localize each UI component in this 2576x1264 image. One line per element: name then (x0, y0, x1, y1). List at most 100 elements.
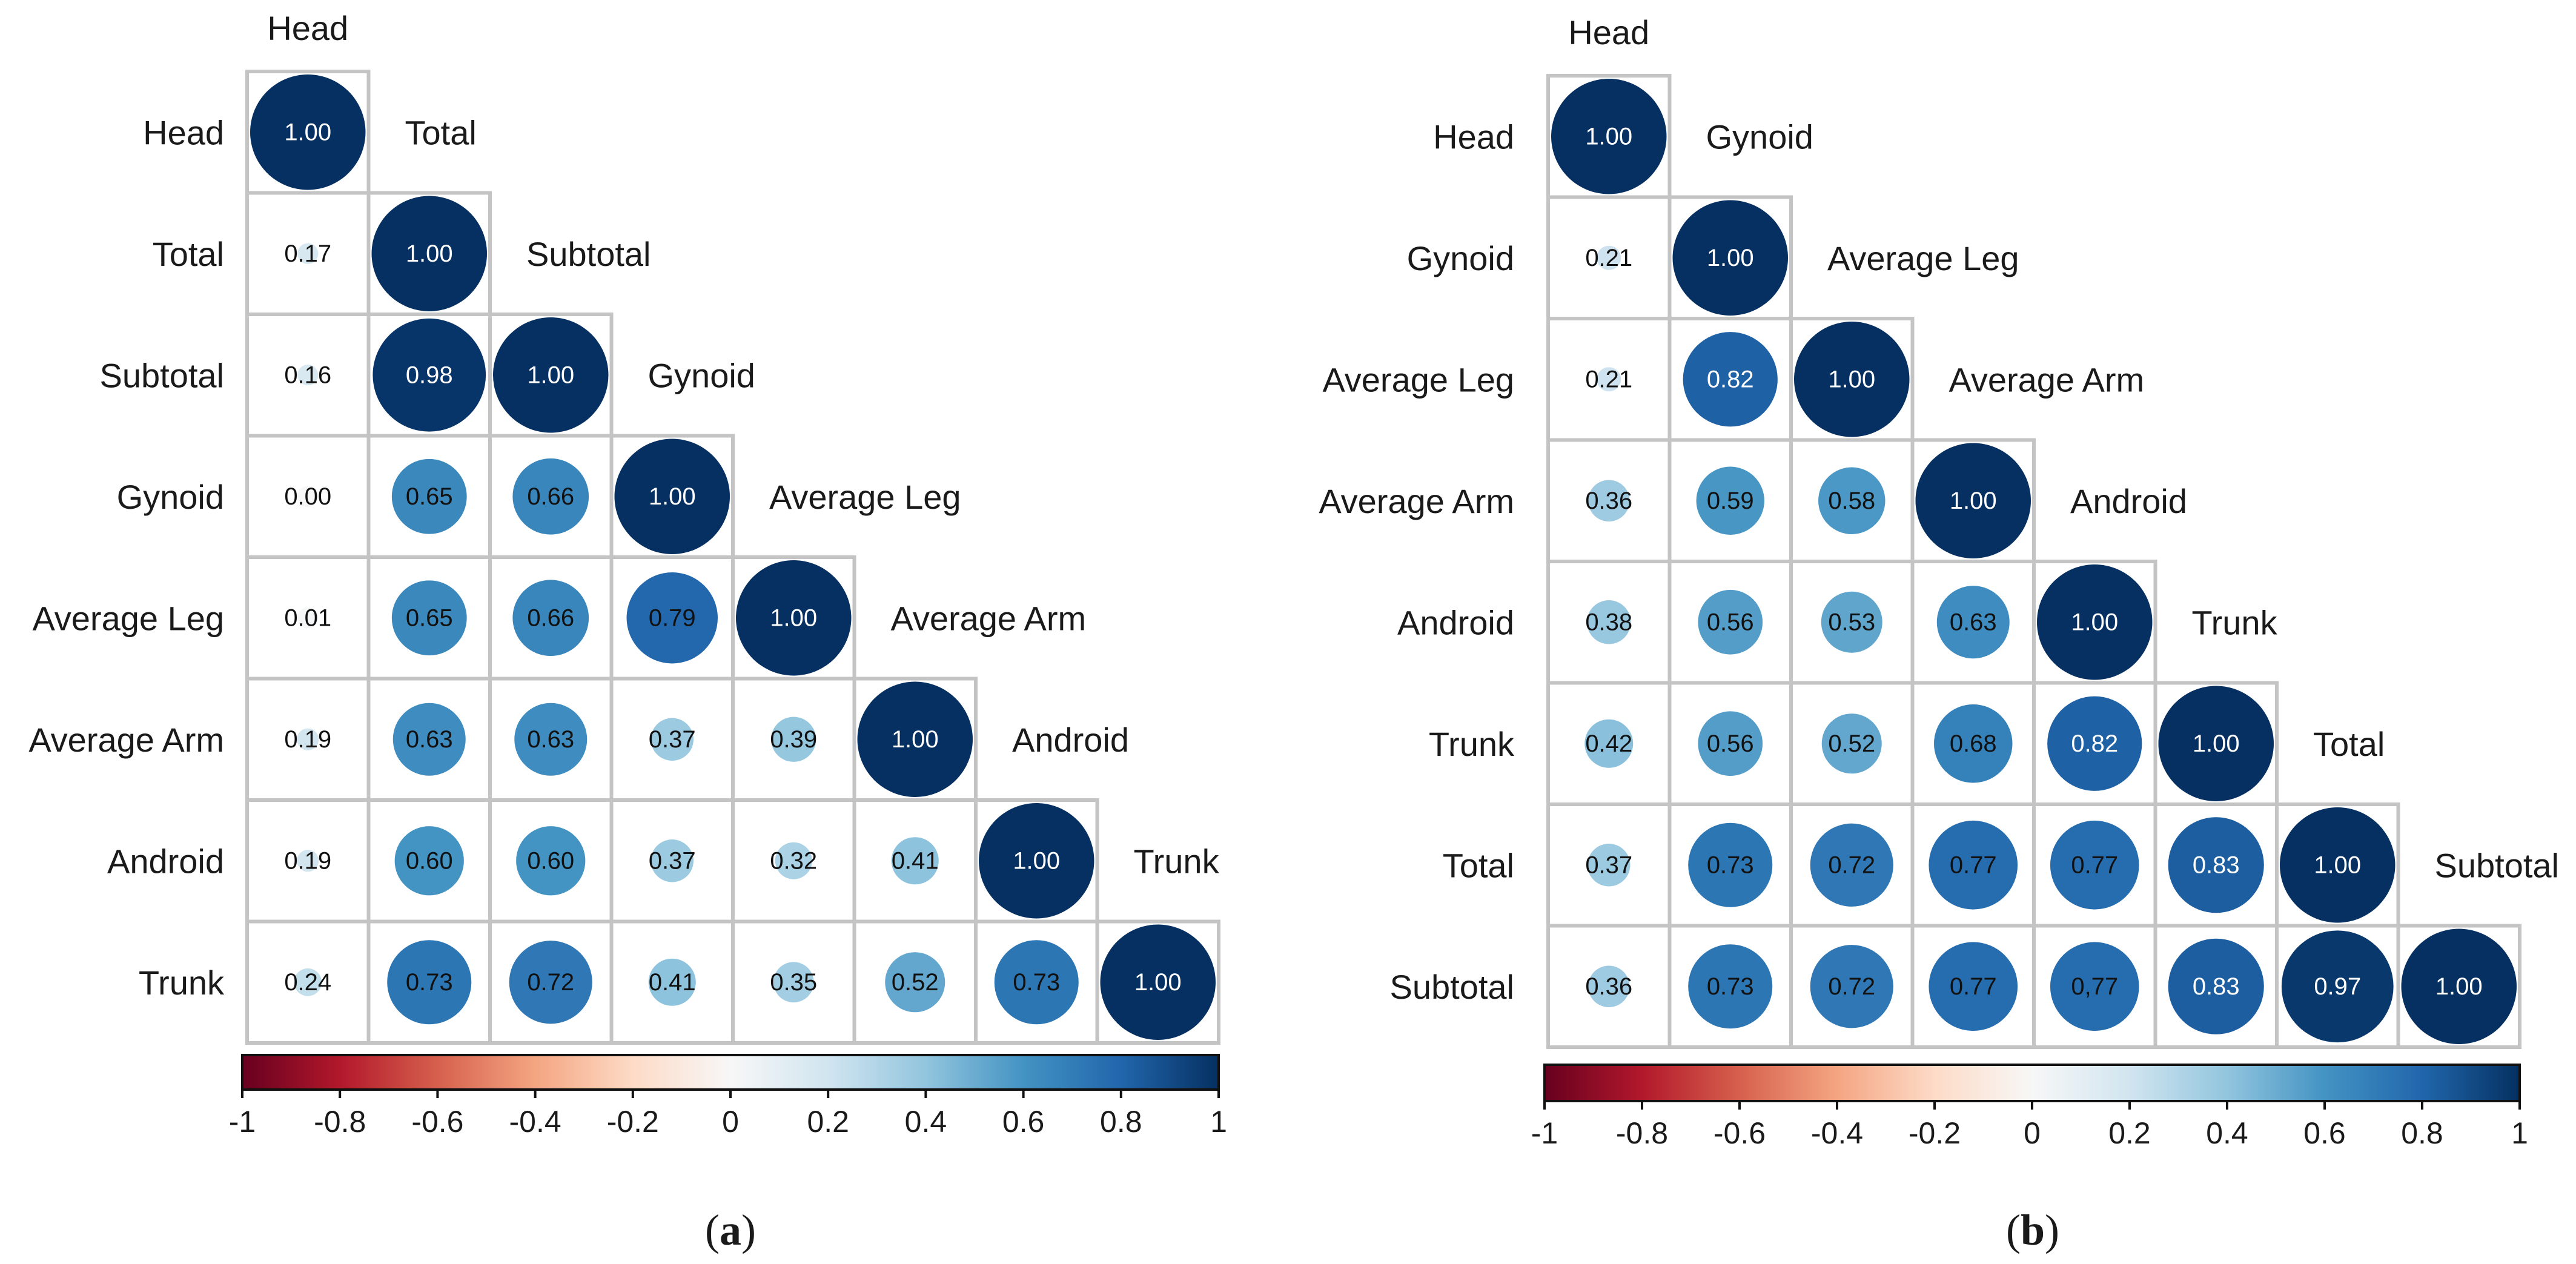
correlation-value-label: 0.36 (1585, 973, 1632, 1000)
correlation-circle (736, 560, 852, 676)
correlation-circle (1100, 924, 1216, 1040)
matrix-cell (2396, 924, 2521, 1049)
correlation-circle (1818, 467, 1886, 534)
correlation-circle (391, 458, 467, 534)
row-label: Total (1443, 846, 1514, 884)
correlation-value-label: 0.83 (2193, 852, 2240, 878)
correlation-value-label: 0.00 (284, 483, 331, 510)
row-label: Gynoid (1407, 239, 1514, 277)
correlation-circle (297, 728, 319, 750)
correlation-circle (1587, 600, 1631, 644)
panel-caption: (b) (2006, 1206, 2059, 1254)
correlation-value-label: 0.77 (1950, 852, 1997, 878)
colorbar-tick-label: -0.4 (1811, 1116, 1863, 1150)
correlation-value-label: 0.36 (1585, 488, 1632, 514)
correlation-circle (1936, 586, 2010, 659)
column-label: Gynoid (1706, 117, 1813, 156)
correlation-value-label: 0.63 (406, 726, 453, 753)
correlation-circle (297, 486, 319, 507)
correlation-circle (775, 842, 812, 879)
correlation-value-label: 1.00 (2314, 852, 2361, 878)
colorbar (1543, 1064, 2521, 1102)
matrix-cell (1095, 919, 1220, 1045)
correlation-value-label: 0.41 (892, 847, 939, 874)
correlation-value-label: 0.37 (1585, 852, 1632, 878)
row-label: Head (1433, 117, 1514, 156)
correlation-circle (1683, 332, 1778, 427)
correlation-value-label: 0,77 (2071, 973, 2118, 1000)
correlation-circle (297, 607, 319, 629)
colorbar-tick-label: 0.8 (1100, 1105, 1142, 1139)
correlation-value-label: 0.53 (1828, 609, 1875, 635)
colorbar-tick-label: -0.6 (411, 1105, 463, 1139)
correlation-circle (1915, 443, 2031, 558)
correlation-circle (1821, 591, 1882, 653)
colorbar-tick-label: 0 (722, 1105, 739, 1139)
colorbar-tick-label: -1 (1531, 1116, 1558, 1150)
correlation-circle (651, 718, 694, 761)
correlation-value-label: 1.00 (1828, 366, 1875, 392)
correlation-circle (1810, 945, 1893, 1028)
correlation-circle (514, 703, 588, 776)
correlation-circle (1698, 711, 1763, 776)
correlation-value-label: 0.38 (1585, 609, 1632, 635)
correlation-value-label: 1.00 (2193, 730, 2240, 757)
correlation-value-label: 1.00 (2435, 973, 2483, 1000)
correlation-value-label: 0.17 (284, 240, 331, 267)
column-label: Android (1012, 721, 1129, 759)
row-label: Total (153, 235, 224, 273)
row-label: Average Arm (28, 721, 224, 759)
correlation-value-label: 0.77 (2071, 852, 2118, 878)
correlation-value-label: 0.63 (527, 726, 574, 753)
correlation-circle (648, 958, 696, 1006)
colorbar-tick-label: -0.8 (1616, 1116, 1668, 1150)
column-label: Average Leg (1827, 239, 2019, 277)
correlation-circle (1698, 589, 1763, 655)
correlation-value-label: 0.21 (1585, 366, 1632, 392)
colorbar-tick-label: 1 (2511, 1116, 2528, 1150)
correlation-value-label: 0.79 (649, 604, 696, 631)
correlation-circle (1933, 704, 2013, 783)
column-label: Average Arm (1949, 360, 2145, 399)
correlation-circle (2280, 807, 2396, 923)
colorbar-tick-label: 0.4 (2206, 1116, 2248, 1150)
correlation-value-label: 0.35 (770, 969, 817, 996)
correlation-value-label: 0.97 (2314, 973, 2361, 1000)
correlation-circle (250, 74, 366, 190)
correlation-value-label: 0.82 (1707, 366, 1754, 392)
correlation-circle (1588, 965, 1630, 1008)
correlation-value-label: 0.66 (527, 483, 574, 510)
correlation-value-label: 0.60 (527, 847, 574, 874)
correlation-value-label: 0.66 (527, 604, 574, 631)
correlation-value-label: 0.01 (284, 604, 331, 631)
correlation-circle (979, 803, 1094, 919)
correlation-circle (857, 681, 973, 797)
correlation-value-label: 0.19 (284, 847, 331, 874)
correlation-circle (1588, 844, 1631, 887)
column-label: Trunk (2192, 603, 2278, 641)
column-label: Android (2070, 482, 2187, 520)
correlation-circle (1821, 713, 1882, 774)
correlation-circle (297, 365, 319, 386)
colorbar-tick-label: 0 (2024, 1116, 2041, 1150)
correlation-value-label: 0.73 (1013, 969, 1060, 996)
colorbar-tick-label: 0.8 (2401, 1116, 2443, 1150)
colorbar-tick-label: 1 (1210, 1105, 1227, 1139)
correlation-value-label: 1.00 (770, 604, 817, 631)
correlation-value-label: 1.00 (1585, 123, 1632, 150)
correlation-circle (2037, 564, 2153, 680)
correlation-circle (2050, 820, 2139, 910)
colorbar-tick-label: -1 (229, 1105, 256, 1139)
correlation-value-label: 0.98 (406, 362, 453, 388)
correlation-value-label: 1.00 (1013, 847, 1060, 874)
correlation-circle (651, 839, 694, 882)
correlation-circle (387, 940, 472, 1025)
row-label: Average Arm (1319, 482, 1514, 520)
row-label: Trunk (139, 964, 225, 1002)
correlation-circle (994, 940, 1079, 1025)
correlation-value-label: 0.68 (1950, 730, 1997, 757)
colorbar-tick-label: 0.4 (905, 1105, 947, 1139)
colorbar-tick-label: 0.6 (1002, 1105, 1045, 1139)
